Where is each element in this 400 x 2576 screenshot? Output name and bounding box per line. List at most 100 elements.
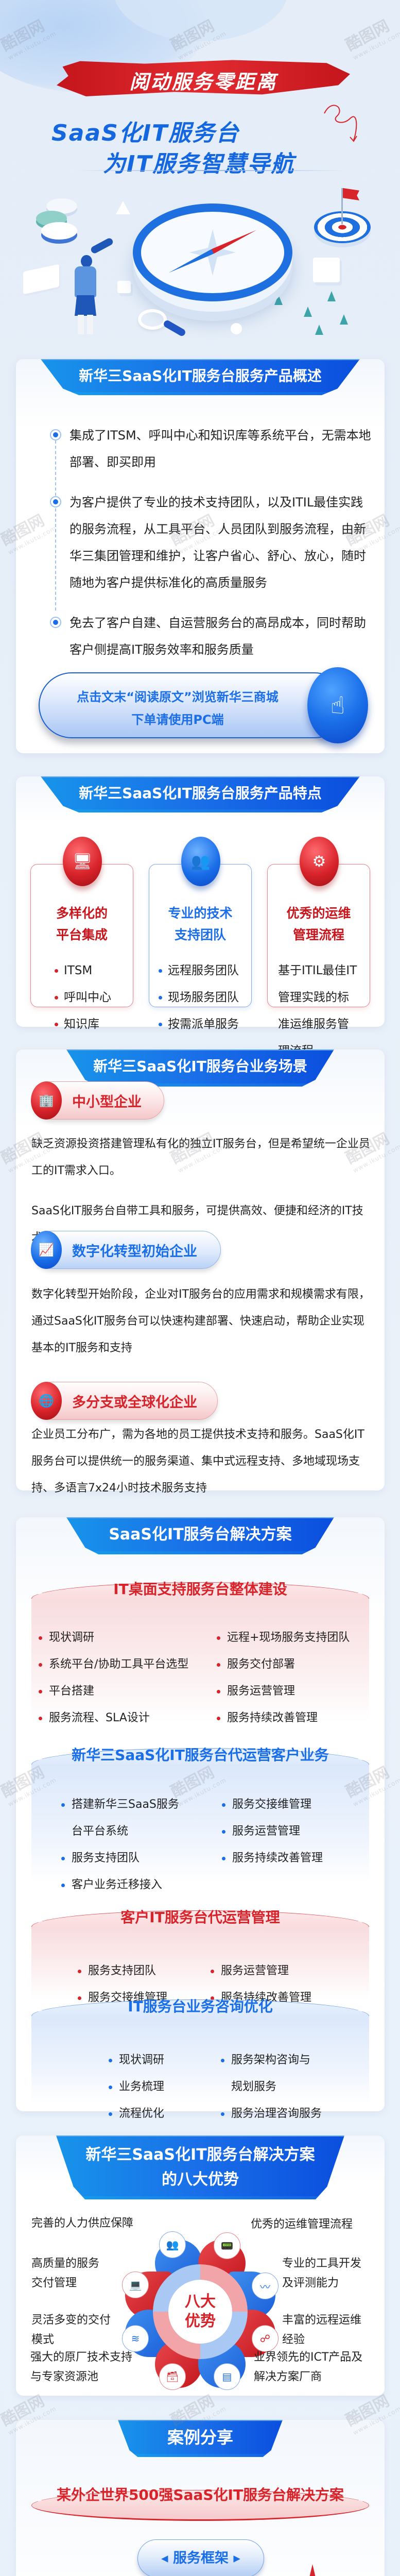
- scenario-text: 数字化转型开始阶段，企业对IT服务台的应用需求和规模需求有限，通过SaaS化IT…: [31, 1288, 370, 1354]
- laptop-check-icon: 💻: [122, 2272, 149, 2298]
- timeline-line: [55, 435, 56, 611]
- building-icon: 🏢: [31, 1081, 62, 1120]
- feature-title: 优秀的运维管理流程: [286, 906, 351, 942]
- tier-list-right: 远程+现场服务支持团队 服务交付部署 服务运营管理 服务持续改善管理: [217, 1624, 350, 1732]
- hero-slogan: 阅动服务零距离: [129, 71, 277, 93]
- features-card: 新华三SaaS化IT服务台服务产品特点 🖥 多样化的平台集成 ITSM 呼叫中心…: [16, 776, 385, 1058]
- advantage-text: 专业的工具开发及评测能力: [282, 2257, 362, 2290]
- tier-list-right: 服务交接维管理 服务运营管理 服务持续改善管理: [222, 1791, 323, 1872]
- server-icon: ▤: [214, 2363, 240, 2390]
- bullet-dot-icon: [50, 429, 61, 440]
- globe-icon: 🌐: [31, 1382, 62, 1420]
- title-underline: [77, 170, 345, 171]
- document-card-icon: [23, 264, 59, 295]
- cta-pill[interactable]: [39, 672, 347, 738]
- users-icon: 👥: [159, 2231, 186, 2258]
- cone-decor: [304, 307, 312, 317]
- feature-title: 多样化的平台集成: [56, 906, 108, 942]
- magnifier-icon: [138, 309, 167, 330]
- service-framework-tab[interactable]: ◂ 服务框架 ▸: [137, 2539, 264, 2576]
- scenarios-card: 新华三SaaS化IT服务台业务场景 🏢 中小型企业 缺乏资源投资搭建管理私有化的…: [16, 1049, 385, 1495]
- solutions-card: SaaS化IT服务台解决方案 IT桌面支持服务台整体建设 现状调研 系统平台/协…: [16, 1517, 385, 2120]
- feature-list: ITSM 呼叫中心 知识库 ……: [55, 957, 111, 1064]
- bullet-dot-icon: [50, 496, 61, 507]
- feature-text: 基于ITIL最佳IT管理实践的标准运维服务管理流程: [278, 964, 357, 1058]
- cube-decor: [117, 281, 131, 293]
- telescope-icon: [90, 237, 114, 255]
- magnifier-handle: [162, 319, 187, 337]
- cube-decor: [313, 258, 340, 282]
- tier-list-left: 现状调研 系统平台/协助工具平台选型 平台搭建 服务流程、SLA设计: [39, 1624, 188, 1732]
- overview-list: 集成了ITSM、呼叫中心和知识库等系统平台，无需本地部署、即买即用 为客户提供了…: [50, 422, 374, 676]
- feature-title: 专业的技术支持团队: [168, 906, 233, 942]
- solution-tier-operation: 新华三SaaS化IT服务台代运营客户业务 搭建新华三SaaS服务 台平台系统 服…: [31, 1734, 369, 1891]
- overview-item: 集成了ITSM、呼叫中心和知识库等系统平台，无需本地部署、即买即用: [50, 422, 374, 476]
- cta-line2: 下单请使用PC端: [131, 713, 224, 727]
- advantage-text: 强大的原厂技术支持与专家资源池: [30, 2351, 133, 2383]
- advantage-text: 业界领先的ICT产品及解决方案厂商: [254, 2351, 363, 2383]
- hand-pointer-icon[interactable]: ☝: [307, 667, 368, 743]
- monitor-icon: 🖥: [63, 837, 102, 886]
- feature-card-process: ⚙ 优秀的运维管理流程 基于ITIL最佳IT管理实践的标准运维服务管理流程: [267, 837, 370, 1058]
- advantage-text: 优秀的运维管理流程: [251, 2218, 353, 2231]
- cone-decor: [327, 291, 336, 301]
- tier-list-left: 搭建新华三SaaS服务 台平台系统 服务支持团队 客户业务迁移接入: [61, 1791, 179, 1899]
- section-header: 新华三SaaS化IT服务台解决方案 的八大优势: [56, 2136, 344, 2199]
- pie-chart-3d-icon: [36, 198, 82, 240]
- flag-icon: [343, 188, 359, 200]
- compass-illustration: [133, 204, 292, 312]
- network-nodes-icon: ☍: [252, 2325, 279, 2352]
- scenario-tag-digital: 📈 数字化转型初始企业: [31, 1231, 221, 1269]
- section-header: 案例分享: [118, 2420, 283, 2457]
- hero-title-line1: SaaS化IT服务台: [51, 120, 240, 146]
- case-title: 某外企世界500强SaaS化IT服务台解决方案: [31, 2476, 369, 2527]
- cta-line1: 点击文末“阅读原文”浏览新华三商城: [77, 690, 279, 704]
- hero-banner: 阅动服务零距离 SaaS化IT服务台 为IT服务智慧导航: [0, 0, 400, 355]
- eight-advantages-diagram: 八大优势 👥 📟 💻 〰 ≋ ☍ 🗃 ▤: [122, 2231, 279, 2390]
- users-icon: 👥: [181, 837, 220, 886]
- scenario-text: 企业员工分布广，需为各地的员工提供技术支持和服务。SaaS化IT服务台可以提供统…: [31, 1428, 364, 1495]
- tier-list-right: 服务架构咨询与 规划服务 服务治理咨询服务: [221, 2047, 322, 2127]
- advantage-text: 高质量的服务交付管理: [31, 2257, 100, 2290]
- flag-pole: [341, 188, 343, 224]
- read-original-button[interactable]: 点击文末“阅读原文”浏览新华三商城 下单请使用PC端 ☝: [39, 667, 368, 743]
- advantages-card: 新华三SaaS化IT服务台解决方案 的八大优势 完善的人力供应保障 优秀的运维管…: [16, 2136, 385, 2396]
- overview-card: 新华三SaaS化IT服务台服务产品概述 集成了ITSM、呼叫中心和知识库等系统平…: [16, 359, 385, 753]
- chevron-right-icon: ▸: [229, 2550, 240, 2566]
- hero-title-line2: 为IT服务智慧导航: [103, 151, 295, 177]
- waveform-icon: 〰: [252, 2273, 279, 2299]
- section-header: 新华三SaaS化IT服务台业务场景: [66, 1049, 334, 1087]
- feature-list: 远程服务团队 现场服务团队 按需派单服务: [159, 957, 239, 1038]
- feature-card-team: 👥 专业的技术支持团队 远程服务团队 现场服务团队 按需派单服务: [149, 837, 252, 1031]
- section-header: 新华三SaaS化IT服务台服务产品概述: [41, 359, 360, 395]
- section-header: 新华三SaaS化IT服务台服务产品特点: [41, 776, 360, 812]
- advantage-text: 灵活多变的交付模式: [31, 2314, 111, 2346]
- solution-tier-consulting: IT服务台业务咨询优化 现状调研 业务梳理 流程优化 服务架构咨询与 规划服务 …: [31, 1985, 369, 2120]
- layers-icon: ≋: [122, 2325, 149, 2352]
- monitor-pulse-icon: 📟: [214, 2232, 240, 2259]
- section-header: SaaS化IT服务台解决方案: [66, 1517, 334, 1554]
- document-gear-icon: ⚙: [300, 837, 339, 886]
- inbox-tray-icon: 🗃: [159, 2363, 186, 2390]
- cone-decor: [274, 295, 283, 305]
- advantage-text: 丰富的远程运维经验: [282, 2314, 362, 2346]
- solution-tier-desktop: IT桌面支持服务台整体建设 现状调研 系统平台/协助工具平台选型 平台搭建 服务…: [31, 1568, 369, 1727]
- chevron-left-icon: ◂: [161, 2550, 173, 2566]
- person-illustration: [69, 255, 100, 337]
- solution-tier-client-ops: 客户IT服务台代运营管理 服务支持团队 服务交接维管理 服务运营管理 服务持续改…: [31, 1896, 369, 2004]
- overview-item: 免去了客户自建、自运营服务台的高昂成本，同时帮助客户侧提高IT服务效率和服务质量: [50, 609, 374, 663]
- cone-decor: [315, 325, 323, 335]
- advantages-center-label: 八大优势: [168, 2280, 232, 2344]
- tier-list-left: 现状调研 业务梳理 流程优化: [109, 2047, 164, 2127]
- swirl-arrow-icon: [324, 105, 357, 142]
- case-study-card: 案例分享 某外企世界500强SaaS化IT服务台解决方案 ◂ 服务框架 ▸ 👥 …: [16, 2420, 385, 2576]
- ball-decor: [231, 323, 242, 334]
- scenario-tag-global: 🌐 多分支或全球化企业: [31, 1382, 218, 1420]
- cone-decor: [116, 201, 130, 214]
- advantage-text: 完善的人力供应保障: [31, 2217, 134, 2230]
- chart-monitor-icon: 📈: [31, 1231, 62, 1269]
- scenario-tag-sme: 🏢 中小型企业: [31, 1081, 164, 1120]
- cone-decor: [340, 314, 348, 325]
- bullet-dot-icon: [50, 617, 61, 628]
